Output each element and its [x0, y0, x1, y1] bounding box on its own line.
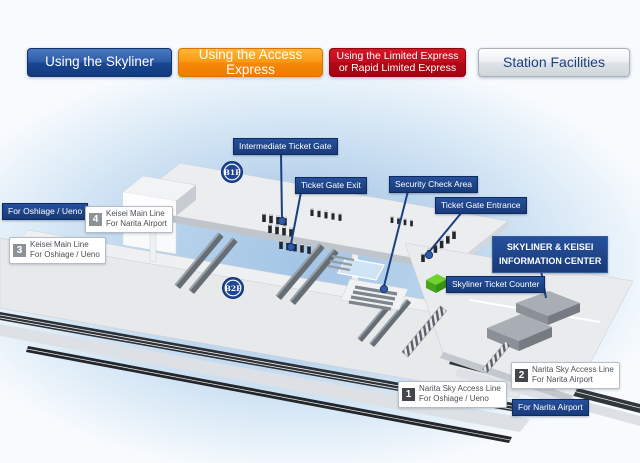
platform-label-2: 2 Narita Sky Access Line For Narita Airp… — [511, 362, 620, 389]
svg-text:B1F: B1F — [224, 168, 242, 177]
label-for-narita-airport: For Narita Airport — [512, 399, 589, 416]
escalators — [174, 232, 511, 374]
floor-badge-b1f: B1F — [221, 161, 243, 183]
nav-button-skyliner[interactable]: Using the Skyliner — [27, 48, 172, 77]
platform-label-4: 4 Keisei Main Line For Narita Airport — [85, 206, 173, 233]
nav-button-limited-express-text: Using the Limited Express or Rapid Limit… — [336, 49, 459, 74]
stairwell-opening — [327, 254, 385, 281]
b1f-floor — [122, 162, 509, 272]
security-check-machines — [340, 278, 409, 311]
hatched-escalator-small — [482, 341, 511, 374]
label-information-center: SKYLINER & KEISEI INFORMATION CENTER — [492, 236, 609, 273]
label-ticket-gate-exit: Ticket Gate Exit — [295, 177, 367, 194]
hatched-escalator — [401, 305, 447, 358]
platform-label-3: 3 Keisei Main Line For Oshiage / Ueno — [9, 237, 106, 264]
nav-button-limited-express[interactable]: Using the Limited Express or Rapid Limit… — [329, 48, 466, 77]
label-skyliner-ticket-counter: Skyliner Ticket Counter — [446, 276, 546, 293]
nav-button-access-express[interactable]: Using the Access Express — [178, 47, 323, 77]
label-ticket-gate-entrance: Ticket Gate Entrance — [435, 197, 527, 214]
platform-number-2: 2 — [515, 368, 528, 382]
label-security-check-area: Security Check Area — [389, 176, 479, 193]
label-intermediate-ticket-gate: Intermediate Ticket Gate — [233, 138, 338, 155]
svg-text:B2F: B2F — [225, 284, 243, 293]
floor-badge-b2f: B2F — [222, 277, 244, 299]
nav-button-station-facilities[interactable]: Station Facilities — [478, 48, 630, 77]
leader-dots — [277, 216, 434, 294]
label-for-oshiage-ueno: For Oshiage / Ueno — [2, 203, 89, 220]
platform-number-1: 1 — [402, 387, 415, 401]
platform-label-1: 1 Narita Sky Access Line For Oshiage / U… — [398, 381, 507, 408]
skyliner-counter-marker — [426, 274, 447, 293]
platform-number-3: 3 — [13, 243, 26, 257]
information-center-blocks — [487, 291, 580, 351]
platform-number-4: 4 — [89, 212, 102, 226]
